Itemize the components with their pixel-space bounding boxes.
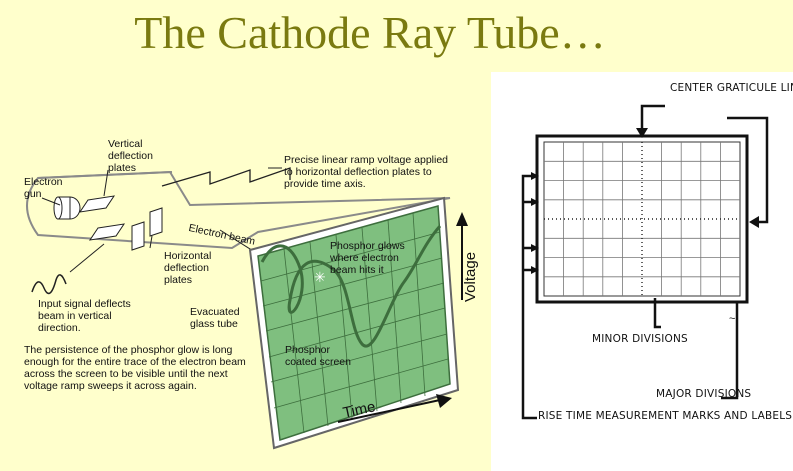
input-signal-icon bbox=[31, 274, 67, 295]
phosphor-screen-label: Phosphor coated screen bbox=[285, 344, 351, 368]
center-graticule-label: CENTER GRATICULE LINES bbox=[670, 82, 793, 94]
time-arrow bbox=[337, 399, 441, 423]
persistence-note: The persistence of the phosphor glow is … bbox=[24, 344, 246, 392]
electron-gun-label: Electron gun bbox=[24, 176, 63, 200]
minor-divisions-label: MINOR DIVISIONS bbox=[592, 333, 688, 345]
glass-tube-outline bbox=[26, 170, 451, 250]
svg-text:~: ~ bbox=[729, 313, 735, 325]
ramp-voltage-label: Precise linear ramp voltage applied to h… bbox=[284, 154, 449, 190]
rise-time-label: RISE TIME MEASUREMENT MARKS AND LABELS bbox=[538, 410, 792, 422]
major-divisions-label: MAJOR DIVISIONS bbox=[656, 388, 752, 400]
vertical-plate-bottom bbox=[88, 223, 126, 241]
input-signal-label: Input signal deflects beam in vertical d… bbox=[38, 298, 131, 334]
phosphor-glows-label: Phosphor glows where electron beam hits … bbox=[330, 240, 405, 276]
horizontal-plates-label: Horizontal deflection plates bbox=[164, 250, 212, 286]
voltage-axis-label: Voltage bbox=[462, 251, 479, 302]
vertical-plate-top bbox=[78, 195, 116, 213]
minor-grid bbox=[544, 142, 740, 296]
horizontal-plate-left bbox=[131, 221, 145, 251]
crt-diagram: ✳ bbox=[26, 167, 468, 450]
beam-spot-icon: ✳ bbox=[314, 269, 326, 285]
slide-title: The Cathode Ray Tube… bbox=[134, 7, 606, 58]
ramp-waveform bbox=[161, 167, 291, 187]
rise-time-bracket bbox=[521, 174, 537, 420]
center-graticule-lines bbox=[544, 142, 740, 296]
tube-top-edge bbox=[37, 171, 173, 179]
graticule-diagram: ~ bbox=[521, 104, 769, 420]
horizontal-plate-right bbox=[149, 207, 163, 237]
signal-trace bbox=[260, 225, 442, 348]
graticule-panel: ~ bbox=[491, 72, 793, 471]
vertical-plates-label: Vertical deflection plates bbox=[108, 138, 153, 174]
evacuated-tube-label: Evacuated glass tube bbox=[190, 306, 240, 330]
